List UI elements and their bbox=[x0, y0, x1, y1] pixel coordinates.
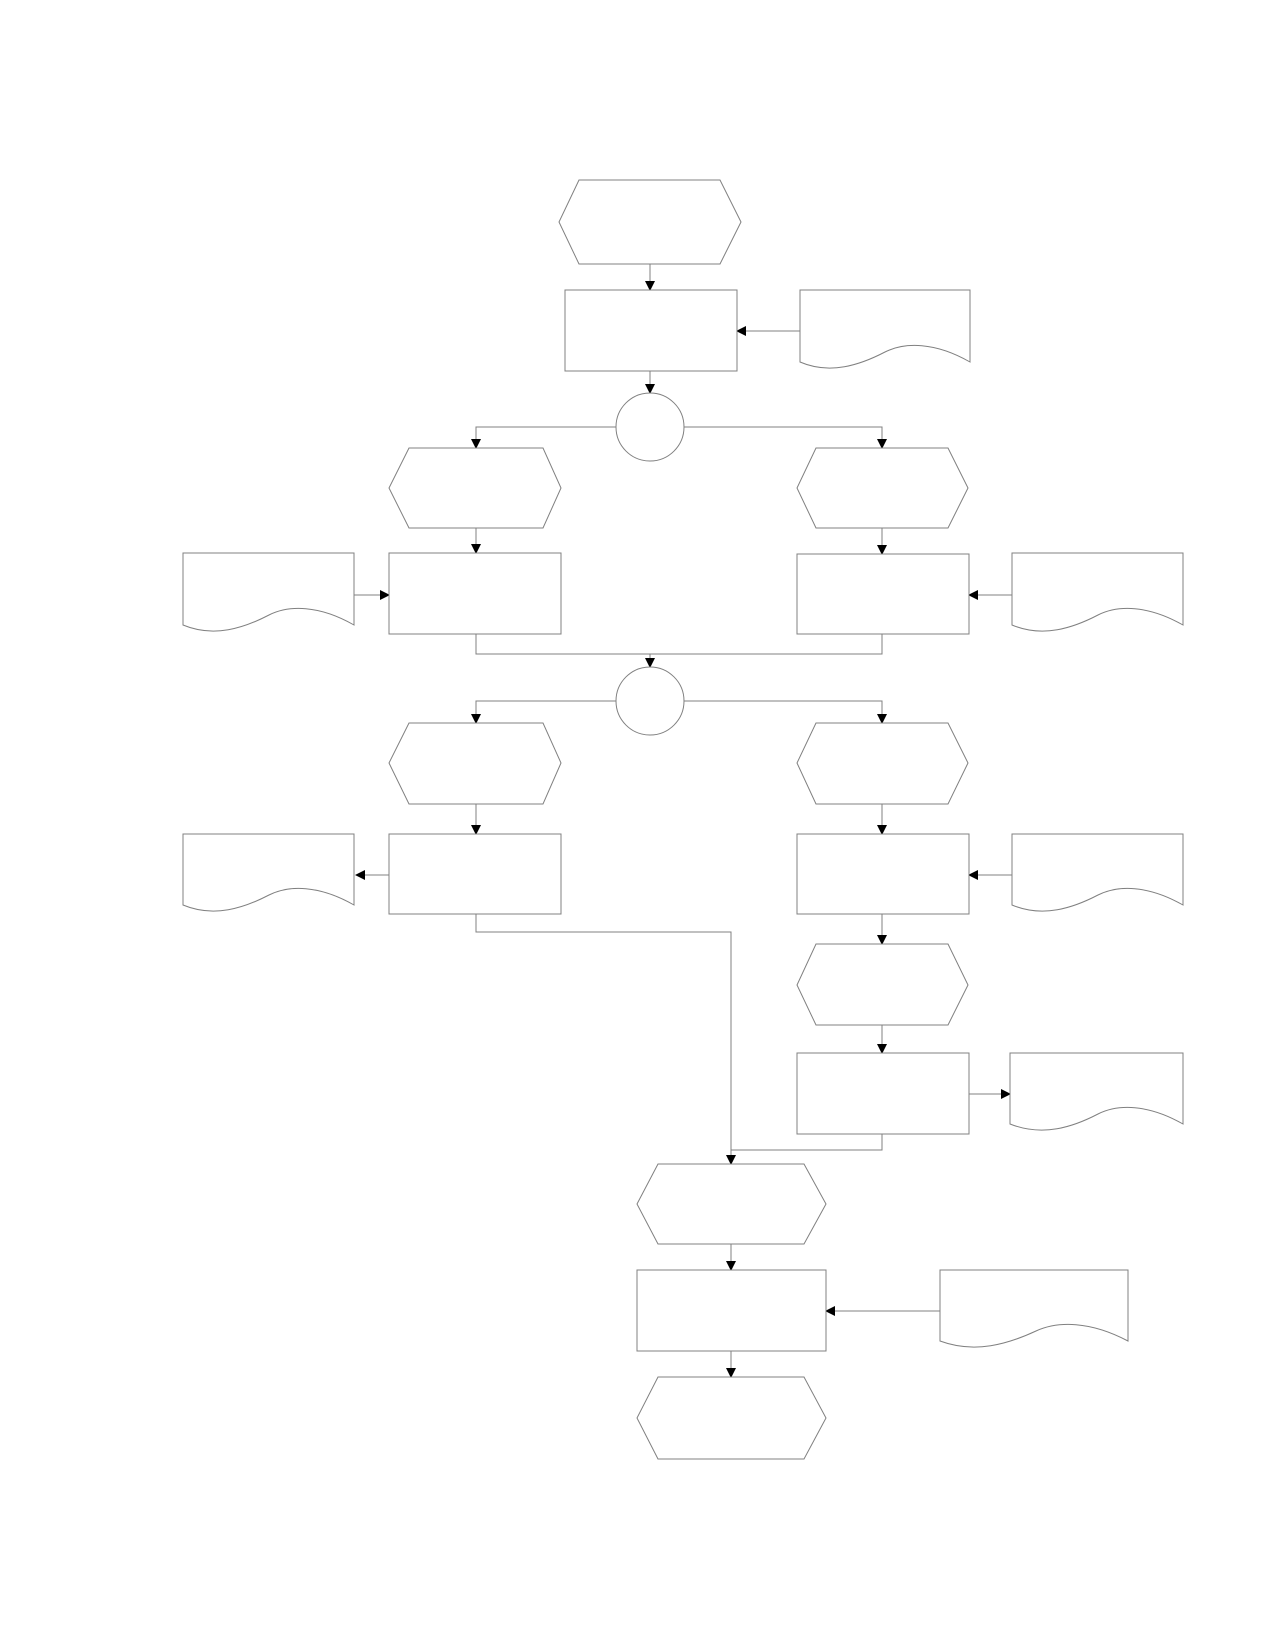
connector bbox=[471, 426, 617, 449]
connector bbox=[683, 700, 887, 724]
events bbox=[388, 179, 969, 1460]
function-box bbox=[388, 833, 562, 915]
connector bbox=[475, 914, 736, 1165]
function-box bbox=[796, 1052, 970, 1135]
connectors bbox=[354, 264, 1012, 1378]
document-shape bbox=[939, 1269, 1129, 1348]
event-hexagon bbox=[796, 447, 969, 529]
document-shape bbox=[799, 289, 971, 369]
function-box bbox=[388, 552, 562, 635]
function-box bbox=[636, 1269, 827, 1352]
function-box bbox=[796, 833, 970, 915]
connector bbox=[471, 700, 617, 724]
connector bbox=[475, 634, 883, 655]
functions bbox=[388, 289, 970, 1352]
document-shape bbox=[1009, 1052, 1184, 1131]
event-hexagon bbox=[796, 943, 969, 1026]
event-hexagon bbox=[636, 1163, 827, 1245]
operator-circle bbox=[615, 392, 685, 462]
connector bbox=[683, 426, 887, 449]
function-box bbox=[796, 553, 970, 635]
document-shape bbox=[182, 552, 355, 632]
document-shape bbox=[1011, 552, 1184, 632]
event-hexagon bbox=[388, 722, 562, 805]
operator-circle bbox=[615, 666, 685, 736]
logical-operators bbox=[615, 392, 685, 736]
event-hexagon bbox=[636, 1376, 827, 1460]
document-shape bbox=[1011, 833, 1184, 912]
connector bbox=[731, 1134, 883, 1151]
function-box bbox=[564, 289, 738, 372]
event-hexagon bbox=[558, 179, 742, 265]
document-shape bbox=[182, 833, 355, 912]
event-hexagon bbox=[388, 447, 562, 529]
documents bbox=[182, 289, 1184, 1348]
event-hexagon bbox=[796, 722, 969, 805]
